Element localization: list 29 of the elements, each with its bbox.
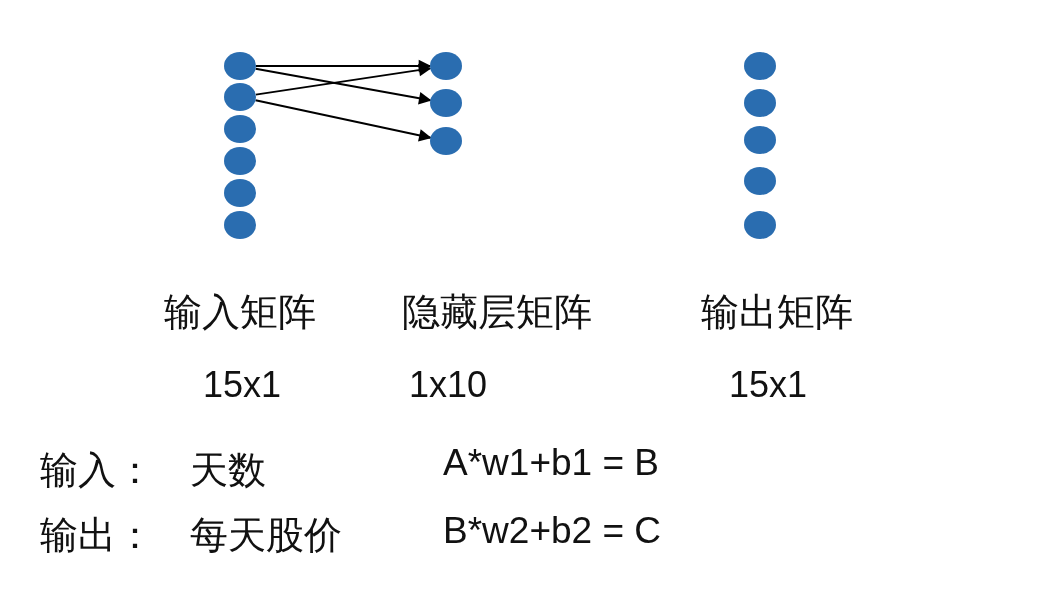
dimension-label: 15x1: [728, 367, 808, 403]
arrow: [254, 99, 432, 142]
column-heading: 输入矩阵: [164, 293, 316, 331]
neuron-circle: [224, 179, 256, 207]
arrow: [254, 67, 432, 105]
column-heading: 输出矩阵: [701, 293, 853, 331]
dimension-label: 1x10: [408, 367, 488, 403]
neuron-circle: [224, 115, 256, 143]
neuron-circle: [430, 52, 462, 80]
field-label: 输出：: [40, 516, 154, 554]
neuron-circle: [224, 83, 256, 111]
formula-text: A*w1+b1 = B: [443, 443, 659, 481]
neuron-circle: [744, 52, 776, 80]
neuron-circle: [744, 167, 776, 195]
neuron-circle: [744, 211, 776, 239]
arrow: [254, 63, 432, 96]
field-value: 天数: [190, 451, 266, 489]
neuron-circle: [744, 89, 776, 117]
neuron-circle: [224, 52, 256, 80]
neuron-circle: [224, 147, 256, 175]
neuron-circle: [224, 211, 256, 239]
neuron-circle: [430, 89, 462, 117]
field-label: 输入：: [40, 451, 154, 489]
neuron-circle: [430, 127, 462, 155]
column-heading: 隐藏层矩阵: [402, 293, 592, 331]
dimension-label: 15x1: [202, 367, 282, 403]
neuron-circle: [744, 126, 776, 154]
formula-text: B*w2+b2 = C: [443, 511, 662, 549]
field-value: 每天股价: [190, 516, 342, 554]
